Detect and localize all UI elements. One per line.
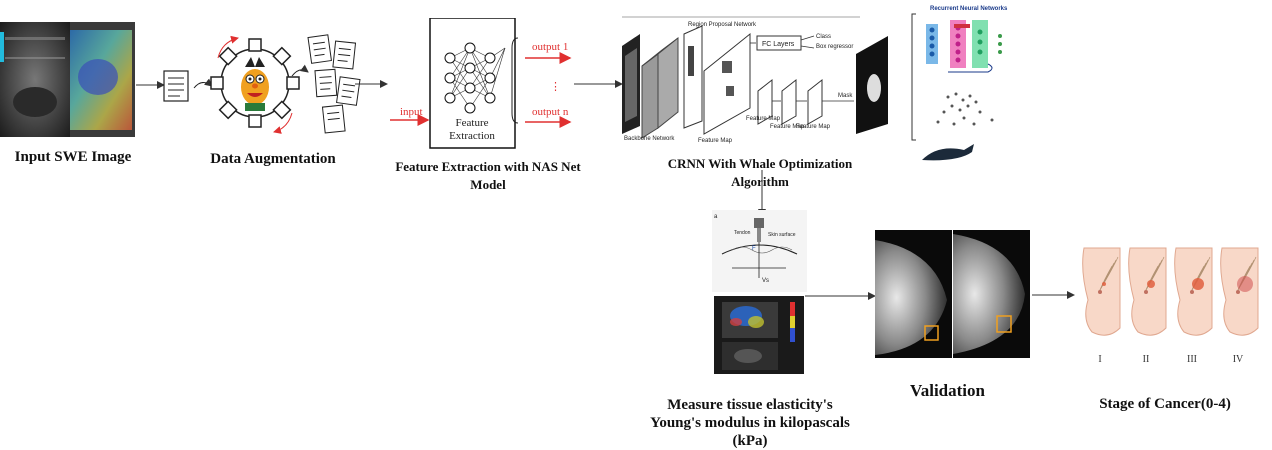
measure-label: Measure tissue elasticity's Young's modu… xyxy=(650,397,850,449)
arrow-down xyxy=(758,170,766,217)
feature-map-label-4: Feature Map xyxy=(796,124,831,130)
tumor-stage-4 xyxy=(1237,276,1253,292)
region-proposal-label: Region Proposal Network xyxy=(688,22,757,28)
feature-map-label-2: Feature Map xyxy=(746,116,781,122)
stage-2-illustration: II xyxy=(1128,247,1167,365)
arrow-5 xyxy=(1032,291,1075,299)
feature-extraction-box xyxy=(429,17,516,149)
arrow-4 xyxy=(805,292,876,300)
feature-box-line1: Feature xyxy=(456,117,489,129)
vs-label: Vs xyxy=(762,278,769,284)
tumor-stage-1 xyxy=(1102,282,1106,286)
measure-graphic: a Tendon Skin surface F Vs xyxy=(712,210,807,375)
feature-map-label-3: Feature Map xyxy=(770,124,805,130)
f-label: F xyxy=(752,246,756,252)
class-label: Class xyxy=(816,34,831,40)
nas-net-graphic: Feature Extraction input output 1 ⋮ outp… xyxy=(390,17,585,153)
crnn-diagram: Backbone Network Region Proposal Network… xyxy=(622,16,890,146)
input-swe-image xyxy=(0,22,135,137)
arrow-1 xyxy=(136,81,165,89)
tendon-label: Tendon xyxy=(734,230,751,236)
documents-icon xyxy=(307,34,361,134)
feature-box-line2: Extraction xyxy=(449,130,495,142)
stage-1-illustration: I xyxy=(1082,247,1121,365)
document-icon xyxy=(163,70,189,102)
arrow-3 xyxy=(574,80,623,88)
output-n-label: output n xyxy=(532,106,569,118)
data-augmentation-label: Data Augmentation xyxy=(210,151,336,167)
output-1-label: output 1 xyxy=(532,41,568,53)
skin-surface-label: Skin surface xyxy=(768,232,796,238)
fc-layers-label: FC Layers xyxy=(762,41,795,48)
stage-numeral-2: II xyxy=(1143,354,1150,365)
input-label: input xyxy=(400,106,423,118)
swe-image-graphic xyxy=(0,22,135,137)
validation-images xyxy=(875,230,1030,358)
data-augmentation-graphic xyxy=(160,28,370,138)
stage-numeral-1: I xyxy=(1098,354,1101,365)
stage-numeral-4: IV xyxy=(1233,354,1244,365)
stage-3-illustration: III xyxy=(1174,247,1213,365)
crnn-label: CRNN With Whale Optimization Algorithm xyxy=(667,156,853,189)
feature-extraction-label: Feature Extraction with NAS Net Model xyxy=(395,159,581,192)
validation-label: Validation xyxy=(910,381,985,400)
stage-numeral-3: III xyxy=(1187,354,1197,365)
stage-label: Stage of Cancer(0-4) xyxy=(1099,396,1231,412)
stage-4-illustration: IV xyxy=(1220,247,1259,365)
panel-letter: a xyxy=(714,214,718,220)
rnn-whale-panel: Recurrent Neural Networks xyxy=(908,2,1018,167)
feature-map-label-1: Feature Map xyxy=(698,138,733,144)
input-swe-label: Input SWE Image xyxy=(14,149,132,165)
box-regressor-label: Box regressor xyxy=(816,44,853,50)
output-dots: ⋮ xyxy=(550,81,561,93)
tumor-stage-2 xyxy=(1147,280,1155,288)
rnn-title: Recurrent Neural Networks xyxy=(930,6,1008,12)
arrow-2 xyxy=(355,80,388,88)
tumor-stage-3 xyxy=(1192,278,1204,290)
backbone-label: Backbone Network xyxy=(624,136,675,142)
mask-label: Mask xyxy=(838,93,853,99)
gear-icon xyxy=(210,38,300,128)
whale-icon xyxy=(922,144,974,161)
